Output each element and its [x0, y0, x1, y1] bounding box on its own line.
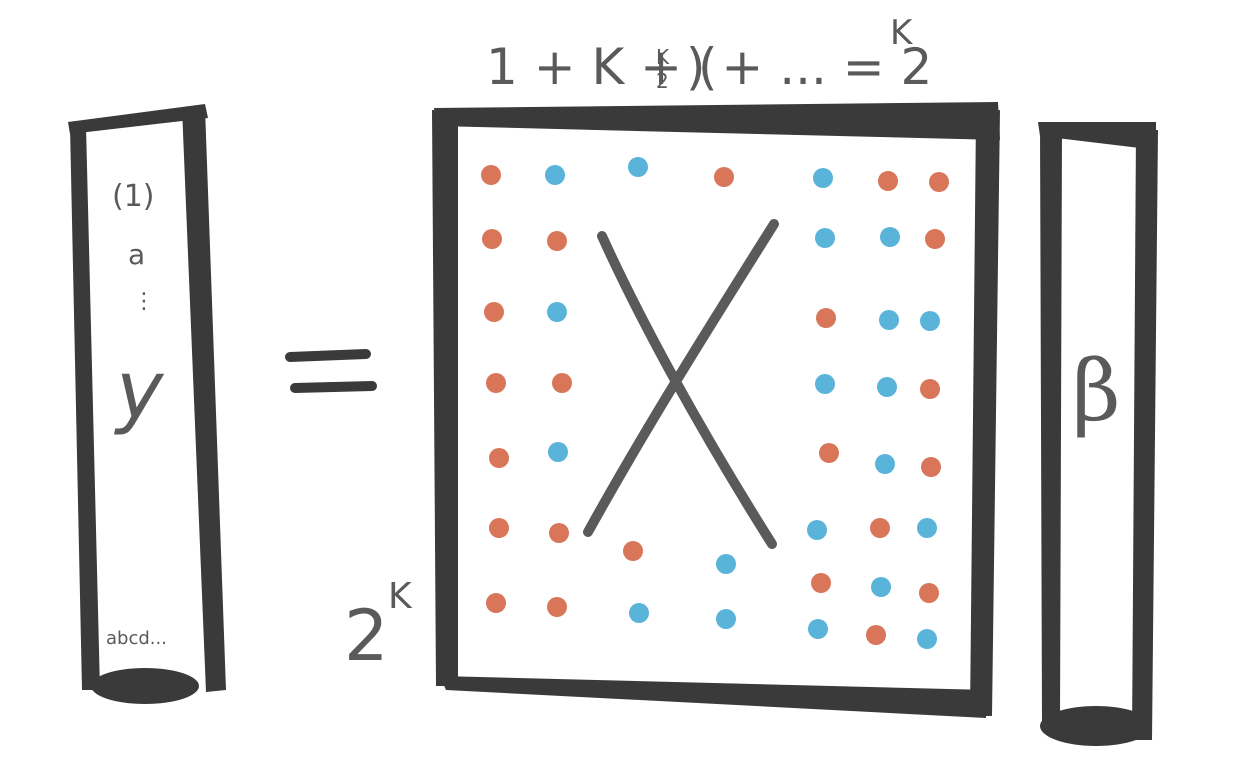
- beta-vector-right-bar: [1132, 130, 1158, 740]
- blue-dot: [815, 228, 835, 248]
- formula-part2: ) + ... = 2: [686, 38, 932, 96]
- equals-sign: [285, 349, 377, 393]
- binomial-bottom: 2: [656, 69, 669, 93]
- y-vector-top-cap: [68, 104, 208, 134]
- orange-dot: [623, 541, 643, 561]
- beta-vector-left-bar: [1040, 124, 1062, 722]
- y-vector-bottom-label: abcd...: [106, 628, 167, 649]
- orange-dot: [921, 457, 941, 477]
- blue-dot: [880, 227, 900, 247]
- y-vector-right-bar: [182, 108, 226, 692]
- blue-dot: [917, 518, 937, 538]
- orange-dot: [714, 167, 734, 187]
- blue-dot: [920, 311, 940, 331]
- blue-dot: [875, 454, 895, 474]
- orange-dot: [486, 593, 506, 613]
- orange-dot: [486, 373, 506, 393]
- blue-dot: [917, 629, 937, 649]
- orange-dot: [547, 597, 567, 617]
- orange-dot: [816, 308, 836, 328]
- blue-dot: [545, 165, 565, 185]
- orange-dot: [482, 229, 502, 249]
- orange-dot: [489, 518, 509, 538]
- orange-dot: [870, 518, 890, 538]
- y-vector-symbol: y: [114, 344, 165, 437]
- binomial-top: K: [656, 45, 670, 69]
- matrix-left-bar: [432, 110, 458, 686]
- matrix-bottom-bar: [440, 676, 988, 718]
- blue-dot: [808, 619, 828, 639]
- orange-dot: [919, 583, 939, 603]
- blue-dot: [815, 374, 835, 394]
- blue-dot: [877, 377, 897, 397]
- blue-dot: [716, 609, 736, 629]
- orange-dot: [929, 172, 949, 192]
- orange-dot: [484, 302, 504, 322]
- orange-dot: [547, 231, 567, 251]
- matrix-top-bar: [434, 102, 1000, 140]
- blue-dot: [629, 603, 649, 623]
- orange-dot: [549, 523, 569, 543]
- orange-dot: [552, 373, 572, 393]
- blue-dot: [547, 302, 567, 322]
- blue-dot: [716, 554, 736, 574]
- blue-dot: [813, 168, 833, 188]
- blue-dot: [548, 442, 568, 462]
- blue-dot: [879, 310, 899, 330]
- orange-dot: [811, 573, 831, 593]
- y-vector-bottom-cap: [91, 668, 199, 704]
- beta-vector: β: [1038, 122, 1158, 746]
- orange-dot: [481, 165, 501, 185]
- matrix-right-bar: [970, 110, 1000, 716]
- matrix-row-count: 2: [344, 595, 389, 677]
- orange-dot: [878, 171, 898, 191]
- title-formula: 1 + K + ( K 2 ) + ... = 2 K: [486, 13, 932, 96]
- orange-dot: [489, 448, 509, 468]
- orange-dot: [866, 625, 886, 645]
- x-matrix: 2 K: [344, 102, 1000, 718]
- matrix-x-symbol: [583, 219, 779, 549]
- orange-dot: [925, 229, 945, 249]
- y-vector-left-bar: [70, 126, 100, 690]
- formula-exponent: K: [890, 13, 914, 53]
- beta-vector-top-cap: [1038, 122, 1156, 150]
- y-vector-ellipsis: ⋮: [133, 289, 155, 314]
- blue-dot: [807, 520, 827, 540]
- beta-vector-bottom-cap: [1040, 706, 1152, 746]
- y-vector-label-a: a: [128, 238, 145, 271]
- matrix-dots: [481, 157, 949, 649]
- orange-dot: [920, 379, 940, 399]
- blue-dot: [628, 157, 648, 177]
- orange-dot: [819, 443, 839, 463]
- formula-part1: 1 + K + (: [486, 38, 717, 96]
- y-vector: (1) a ⋮ y abcd...: [68, 104, 226, 704]
- blue-dot: [871, 577, 891, 597]
- matrix-row-count-exponent: K: [388, 576, 413, 617]
- beta-vector-symbol: β: [1072, 342, 1121, 440]
- y-vector-top-label: (1): [112, 179, 155, 214]
